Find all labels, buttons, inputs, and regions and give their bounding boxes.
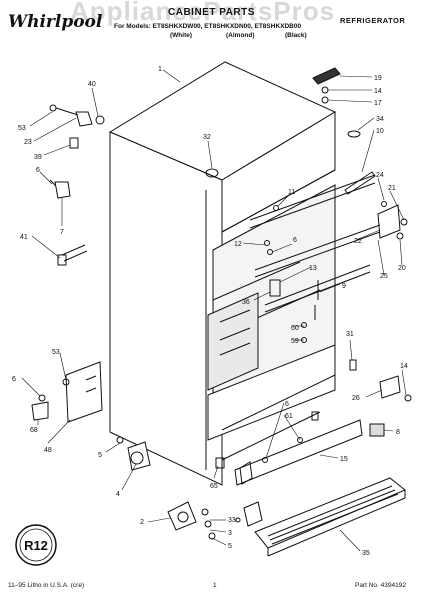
callout-39: 39 (34, 154, 42, 161)
callout-6: 6 (36, 167, 40, 174)
callout-1: 1 (158, 66, 162, 73)
callout-12: 12 (234, 241, 242, 248)
cabinet-body (108, 61, 381, 486)
callout-7: 7 (60, 229, 64, 236)
category-label: REFRIGERATOR (340, 16, 406, 25)
callout-65: 65 (210, 483, 218, 490)
callout-2: 2 (140, 519, 144, 526)
callout-15: 15 (340, 456, 348, 463)
callout-26: 26 (352, 395, 360, 402)
color-black: (Black) (285, 32, 307, 39)
callout-22: 22 (354, 238, 362, 245)
callout-6c: 6 (12, 376, 16, 383)
footer-litho: 11–95 Litho in U.S.A. (cre) (8, 582, 85, 589)
callout-8: 8 (396, 429, 400, 436)
base-trim (215, 411, 363, 486)
callout-61: 61 (285, 413, 293, 420)
callout-5: 5 (98, 452, 102, 459)
callout-19: 19 (374, 75, 382, 82)
callout-40: 40 (88, 81, 96, 88)
callout-60: 60 (291, 325, 299, 332)
models-line: For Models: ET8SHKXDW00, ET8SHKXDN00, ET… (114, 23, 302, 30)
callout-14b: 14 (400, 363, 408, 370)
callout-13: 13 (309, 265, 317, 272)
callout-59: 59 (291, 338, 299, 345)
callouts: 1 19 14 17 34 10 40 53 23 39 6 7 41 32 1… (12, 66, 408, 557)
callout-53b: 53 (52, 349, 60, 356)
screw-32 (205, 168, 219, 178)
callout-11: 11 (288, 189, 295, 196)
callout-41: 41 (20, 234, 28, 241)
left-top-hardware (49, 104, 105, 266)
callout-35: 35 (362, 550, 370, 557)
color-white: (White) (170, 32, 193, 39)
callout-34: 34 (376, 116, 384, 123)
callout-48: 48 (44, 447, 52, 454)
hinge-top (312, 67, 361, 138)
callout-68: 68 (30, 427, 38, 434)
callout-21: 21 (388, 185, 396, 192)
watermark: AppliancePartsPros (70, 0, 336, 26)
leader-lines (21, 69, 407, 552)
lower-hinge (167, 501, 263, 540)
callout-6d: 6 (285, 401, 289, 408)
rail-10 (344, 171, 376, 195)
callout-53: 53 (18, 125, 26, 132)
callout-33: 33 (228, 517, 236, 524)
callout-31: 31 (346, 331, 354, 338)
callout-24: 24 (376, 172, 384, 179)
callout-32: 32 (203, 134, 211, 141)
callout-3: 3 (228, 530, 232, 537)
callout-14: 14 (374, 88, 382, 95)
toe-grille-35 (254, 477, 406, 557)
footer-page-number: 1 (213, 582, 217, 589)
callout-10: 10 (376, 128, 384, 135)
callout-23: 23 (24, 139, 32, 146)
r12-seal-icon: R12 (15, 524, 57, 566)
callout-20: 20 (398, 265, 406, 272)
callout-25: 25 (380, 273, 388, 280)
r12-badge-label: R12 (24, 538, 48, 553)
callout-17: 17 (374, 100, 382, 107)
leveler-roller (116, 436, 151, 471)
brand-logo: Whirlpool (8, 12, 103, 32)
callout-4: 4 (116, 491, 120, 498)
callout-9: 9 (342, 283, 346, 290)
page-title: CABINET PARTS (168, 7, 255, 18)
callout-6b: 6 (293, 237, 297, 244)
callout-36: 36 (242, 299, 250, 306)
footer-part-number: Part No. 4394192 (355, 582, 406, 589)
left-lower-bracket (31, 361, 103, 423)
callout-5b: 5 (228, 543, 232, 550)
color-almond: (Almond) (226, 32, 255, 39)
